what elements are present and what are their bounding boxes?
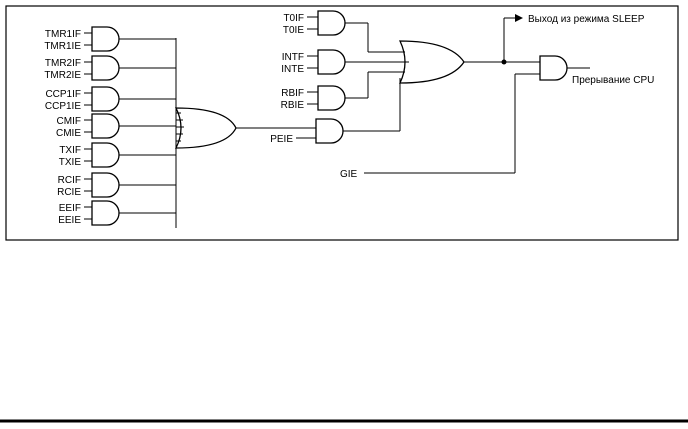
flag-label: TXIF bbox=[59, 145, 81, 156]
enable-label: RCIE bbox=[57, 187, 81, 198]
cpu-and-gate bbox=[539, 55, 568, 81]
flag-label: T0IF bbox=[283, 13, 304, 24]
peie-label: PEIE bbox=[270, 134, 293, 145]
diagram-frame bbox=[5, 5, 679, 241]
peripheral-or-gate bbox=[174, 107, 237, 149]
enable-label: TXIE bbox=[59, 157, 82, 168]
enable-label: EEIE bbox=[58, 215, 81, 226]
enable-label: TMR1IE bbox=[44, 41, 81, 52]
peripheral-and-gates: TMR1IFTMR1IETMR2IFTMR2IECCP1IFCCP1IECMIF… bbox=[44, 26, 176, 226]
wakeup-arrow-icon bbox=[515, 14, 523, 22]
wakeup-label: Выход из режима SLEEP bbox=[528, 14, 645, 25]
cpu-interrupt-label: Прерывание CPU bbox=[572, 75, 654, 86]
flag-label: CCP1IF bbox=[45, 89, 81, 100]
flag-label: RBIF bbox=[281, 88, 304, 99]
enable-label: CMIE bbox=[56, 128, 81, 139]
enable-label: INTE bbox=[281, 64, 304, 75]
flag-label: CMIF bbox=[57, 116, 81, 127]
gie-label: GIE bbox=[340, 169, 358, 180]
flag-label: RCIF bbox=[58, 175, 81, 186]
flag-label: TMR1IF bbox=[45, 29, 81, 40]
flag-label: INTF bbox=[282, 52, 304, 63]
enable-label: CCP1IE bbox=[45, 101, 81, 112]
enable-label: TMR2IE bbox=[44, 70, 81, 81]
global-or-gate bbox=[398, 40, 465, 84]
flag-label: EEIF bbox=[59, 203, 81, 214]
enable-label: RBIE bbox=[281, 100, 305, 111]
enable-label: T0IE bbox=[283, 25, 304, 36]
flag-label: TMR2IF bbox=[45, 58, 81, 69]
peie-and-gate bbox=[296, 118, 400, 144]
